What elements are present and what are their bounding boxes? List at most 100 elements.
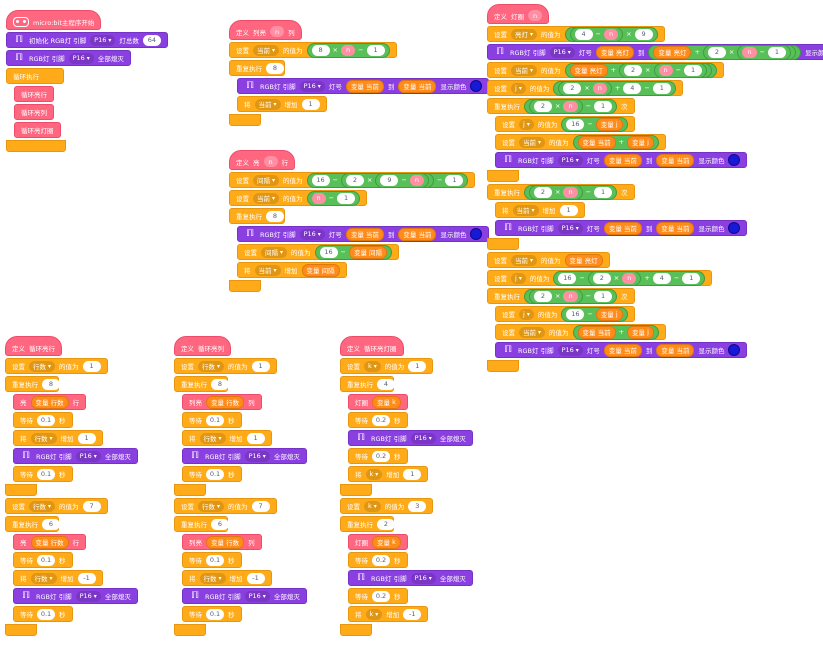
var-dropdown[interactable]: k (364, 360, 381, 372)
set-block[interactable]: 设置 j 的值为 16−变量 j (495, 306, 635, 322)
repeat-block[interactable]: 重复执行 2×n−1 次 (487, 184, 635, 200)
num-input[interactable]: 2 (534, 290, 552, 302)
num-input[interactable]: 9 (634, 28, 653, 40)
num-input[interactable]: 0.2 (372, 450, 390, 462)
num-input[interactable]: 16 (319, 246, 338, 258)
num-input[interactable]: 4 (623, 82, 642, 94)
operator-block[interactable]: 2×n (558, 80, 612, 96)
var-dropdown[interactable]: 当前 (253, 192, 280, 204)
operator-block[interactable]: 2×n−1 (524, 98, 618, 114)
set-block[interactable]: 设置 当前 的值为 n− 1 (229, 190, 368, 206)
var-dropdown[interactable]: 当前 (253, 44, 280, 56)
num-input[interactable]: -1 (403, 608, 422, 620)
num-input[interactable]: 2 (534, 186, 552, 198)
num-input[interactable]: 16 (566, 308, 585, 320)
rgb-range-block[interactable]: ℿ RGB灯 引脚 P16 灯号 变量 亮灯 到 变量 亮灯+ 2×n−1 显示… (487, 44, 823, 60)
led-count-input[interactable]: 64 (142, 34, 161, 46)
num-input[interactable]: 16 (311, 174, 330, 186)
num-input[interactable]: 1 (684, 64, 703, 76)
operator-block[interactable]: 16− 2× 9− n − 1 (306, 172, 469, 188)
num-input[interactable]: 0.1 (206, 608, 224, 620)
num-input[interactable]: 8 (211, 378, 229, 390)
set-block[interactable]: 设置 间隔 的值为 16− 变量 间隔 (237, 244, 400, 260)
call-ring-block[interactable]: 灯圈变量 k (348, 534, 408, 550)
var-dropdown[interactable]: 间隔 (261, 246, 288, 258)
num-input[interactable]: 1 (408, 360, 427, 372)
var-dropdown[interactable]: 当前 (254, 264, 281, 276)
change-block[interactable]: 将 当前 增加 变量 间隔 (237, 262, 347, 278)
num-input[interactable]: 1 (652, 82, 671, 94)
operator-block[interactable]: 4−n× 9 (564, 26, 658, 42)
arg-n[interactable]: n (263, 156, 278, 167)
pin-dropdown[interactable]: P16 (410, 432, 436, 444)
var-dropdown[interactable]: 当前 (512, 204, 539, 216)
num-input[interactable]: 2 (707, 46, 726, 58)
repeat-block[interactable]: 重复执行 2×n−1 次 (487, 288, 635, 304)
set-block[interactable]: 设置行数的值为7 (5, 498, 108, 514)
var-dropdown[interactable]: k (364, 500, 381, 512)
define-col-hat[interactable]: 定义 列亮 n 列 (229, 20, 302, 40)
num-input[interactable]: 2 (563, 82, 582, 94)
color-swatch[interactable] (728, 154, 741, 166)
color-swatch[interactable] (470, 228, 483, 240)
operator-block[interactable]: 2×n−1 (702, 44, 796, 60)
change-block[interactable]: 将行数增加-1 (182, 570, 272, 586)
pin-dropdown[interactable]: P16 (557, 344, 583, 356)
pin-dropdown[interactable]: P16 (75, 450, 101, 462)
call-row-block[interactable]: 亮变量 行数行 (13, 534, 87, 550)
forever-block[interactable]: 循环执行 (6, 68, 64, 84)
arg-n[interactable]: n (563, 186, 578, 198)
set-block[interactable]: 设置 当前 的值为 变量 亮灯 (487, 252, 610, 268)
define-ring-hat[interactable]: 定义 灯圈 n (487, 4, 550, 24)
num-input[interactable]: 9 (380, 174, 399, 186)
operator-block[interactable]: 16−变量 j (561, 116, 628, 132)
num-input[interactable]: 1 (594, 186, 613, 198)
arg-n[interactable]: n (270, 26, 285, 37)
num-input[interactable]: 1 (594, 100, 613, 112)
operator-block[interactable]: 8× n− 1 (306, 42, 390, 58)
num-input[interactable]: 8 (266, 210, 284, 222)
arg-n[interactable]: n (409, 174, 424, 186)
set-block[interactable]: 设置行数的值为1 (174, 358, 277, 374)
operator-block[interactable]: 2×n (529, 98, 583, 114)
pin-dropdown[interactable]: P16 (90, 34, 116, 46)
operator-block[interactable]: 2×n−1 (524, 288, 618, 304)
var-dropdown[interactable]: j (519, 118, 534, 130)
call-ring-block[interactable]: 灯圈变量 k (348, 394, 408, 410)
set-block[interactable]: 设置k的值为1 (340, 358, 434, 374)
color-swatch[interactable] (470, 80, 483, 92)
num-input[interactable]: 1 (445, 174, 464, 186)
call-row-block[interactable]: 亮变量 行数行 (13, 394, 87, 410)
num-input[interactable]: 7 (82, 500, 101, 512)
arg-n[interactable]: n (742, 46, 757, 58)
var-dropdown[interactable]: k (365, 608, 383, 620)
init-rgb-block[interactable]: ℿ 初始化 RGB灯 引脚 P16 灯总数 64 (6, 32, 168, 48)
num-input[interactable]: 0.2 (372, 414, 390, 426)
set-block[interactable]: 设置行数的值为7 (174, 498, 277, 514)
pin-dropdown[interactable]: P16 (244, 590, 270, 602)
pin-dropdown[interactable]: P16 (299, 228, 325, 240)
rgb-range-block[interactable]: ℿ RGB灯 引脚 P16 灯号 变量 当前 到 变量 当前 显示颜色 (237, 78, 490, 94)
operator-block[interactable]: 2×n−1 (524, 184, 618, 200)
num-input[interactable]: 0.1 (37, 554, 55, 566)
num-input[interactable]: 0.1 (37, 468, 55, 480)
all-off-block[interactable]: ℿ RGB灯 引脚 P16 全部熄灭 (6, 50, 131, 66)
operator-block[interactable]: n−1 (653, 62, 708, 78)
arg-n[interactable]: n (563, 290, 578, 302)
arg-n[interactable]: n (603, 28, 619, 40)
change-block[interactable]: 将k增加1 (348, 466, 429, 482)
operator-block[interactable]: 16−变量 j (561, 306, 628, 322)
pin-dropdown[interactable]: P16 (557, 222, 583, 234)
change-block[interactable]: 将 当前 增加 1 (495, 202, 585, 218)
